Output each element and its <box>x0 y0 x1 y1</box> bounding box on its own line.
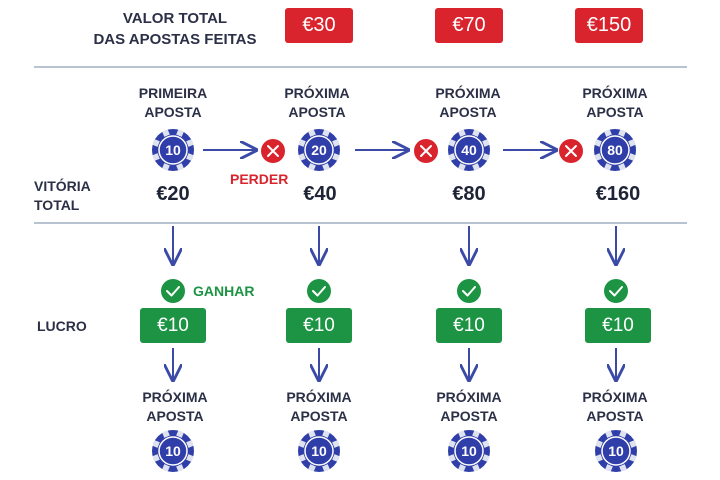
check-circle-icon <box>161 279 185 303</box>
step-label-4-line1: PRÓXIMA <box>582 85 648 101</box>
chip-3-value: 40 <box>461 142 477 158</box>
step-label-1-line1: PRIMEIRA <box>138 85 208 101</box>
next-chip-4-value: 10 <box>608 443 624 459</box>
next-chip-2-value: 10 <box>311 443 327 459</box>
next-chip-1-value: 10 <box>165 443 181 459</box>
next-chip-1: 10 <box>151 429 195 473</box>
next-chip-2: 10 <box>297 429 341 473</box>
poker-chip-icon <box>594 129 636 171</box>
step-label-4: PRÓXIMA APOSTA <box>560 84 670 122</box>
total-win-2: €40 <box>303 183 337 205</box>
win-label: GANHAR <box>193 283 255 299</box>
next-bet-label-3-line1: PRÓXIMA <box>436 389 502 405</box>
poker-chip-icon <box>152 430 194 472</box>
x-circle-icon <box>261 139 285 163</box>
poker-chip-icon <box>298 430 340 472</box>
step-label-1-line2: APOSTA <box>144 104 202 120</box>
profit-badge-1: €10 <box>140 308 206 343</box>
step-label-2: PRÓXIMA APOSTA <box>262 84 372 122</box>
poker-chip-icon <box>448 129 490 171</box>
x-circle-icon <box>414 139 438 163</box>
chip-1-value: 10 <box>165 142 181 158</box>
next-bet-label-1-line2: APOSTA <box>146 408 204 424</box>
check-circle-icon <box>604 279 628 303</box>
next-bet-label-2-line2: APOSTA <box>290 408 348 424</box>
step-label-3-line2: APOSTA <box>439 104 497 120</box>
total-win-3: €80 <box>452 183 486 205</box>
step-label-1: PRIMEIRA APOSTA <box>118 84 228 122</box>
check-circle-icon <box>457 279 481 303</box>
step-label-4-line2: APOSTA <box>586 104 644 120</box>
next-bet-label-4-line1: PRÓXIMA <box>582 389 648 405</box>
next-bet-label-3-line2: APOSTA <box>440 408 498 424</box>
chip-1: 10 <box>151 128 195 172</box>
chip-3: 40 <box>447 128 491 172</box>
total-bets-badge-2: €70 <box>435 8 503 43</box>
poker-chip-icon <box>298 129 340 171</box>
poker-chip-icon <box>595 430 637 472</box>
step-label-3-line1: PRÓXIMA <box>435 85 501 101</box>
total-bets-label-line1: VALOR TOTAL <box>122 10 228 27</box>
next-chip-3-value: 10 <box>461 443 477 459</box>
step-label-2-line2: APOSTA <box>288 104 346 120</box>
total-bets-label-line2: DAS APOSTAS FEITAS <box>93 31 257 48</box>
poker-chip-icon <box>152 129 194 171</box>
next-bet-label-3: PRÓXIMA APOSTA <box>414 388 524 426</box>
lose-label: PERDER <box>230 171 289 187</box>
chip-4: 80 <box>593 128 637 172</box>
next-bet-label-4: PRÓXIMA APOSTA <box>560 388 670 426</box>
profit-badge-4: €10 <box>585 308 651 343</box>
total-win-label-line1: VITÓRIA <box>34 178 91 194</box>
total-win-label-line2: TOTAL <box>34 197 80 213</box>
profit-label: LUCRO <box>37 318 87 334</box>
chip-2-value: 20 <box>311 142 327 158</box>
x-circle-icon <box>559 139 583 163</box>
total-win-4: €160 <box>595 183 641 205</box>
next-chip-4: 10 <box>594 429 638 473</box>
total-bets-badge-1: €30 <box>285 8 353 43</box>
next-bet-label-2-line1: PRÓXIMA <box>286 389 352 405</box>
profit-badge-2: €10 <box>286 308 352 343</box>
total-bets-badge-3: €150 <box>575 8 643 43</box>
divider-top <box>34 66 687 68</box>
next-bet-label-2: PRÓXIMA APOSTA <box>264 388 374 426</box>
next-bet-label-4-line2: APOSTA <box>586 408 644 424</box>
total-win-1: €20 <box>156 183 190 205</box>
next-chip-3: 10 <box>447 429 491 473</box>
next-bet-label-1: PRÓXIMA APOSTA <box>120 388 230 426</box>
check-circle-icon <box>307 279 331 303</box>
step-label-3: PRÓXIMA APOSTA <box>413 84 523 122</box>
divider-bottom <box>34 222 687 224</box>
step-label-2-line1: PRÓXIMA <box>284 85 350 101</box>
chip-2: 20 <box>297 128 341 172</box>
total-bets-label: VALOR TOTAL DAS APOSTAS FEITAS <box>70 8 280 50</box>
poker-chip-icon <box>448 430 490 472</box>
total-win-label: VITÓRIA TOTAL <box>34 177 91 215</box>
chip-4-value: 80 <box>607 142 623 158</box>
next-bet-label-1-line1: PRÓXIMA <box>142 389 208 405</box>
profit-badge-3: €10 <box>436 308 502 343</box>
